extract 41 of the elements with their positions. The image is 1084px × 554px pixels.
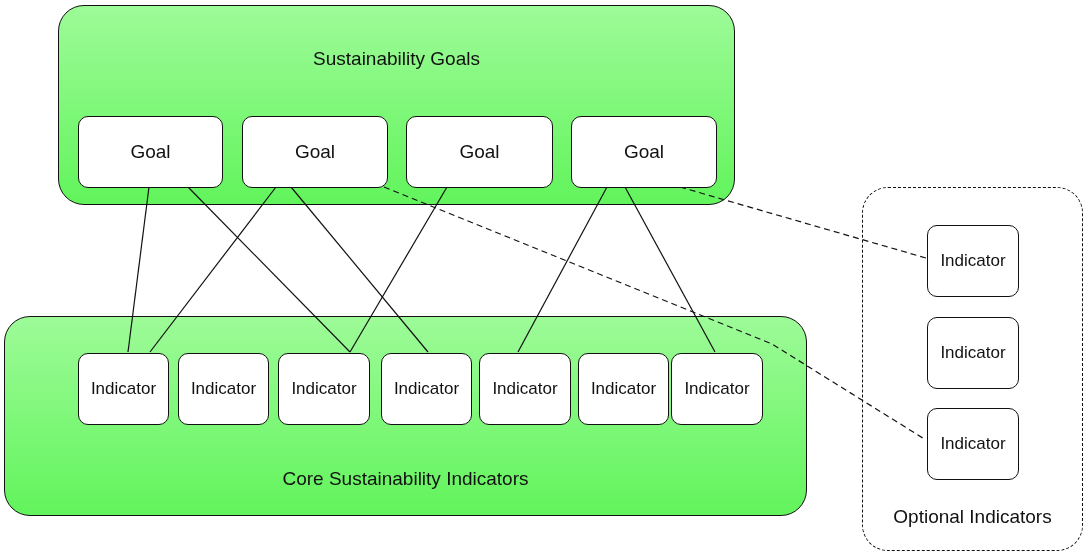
box-label: Indicator (291, 379, 357, 399)
rounded-box (278, 353, 370, 425)
group-title: Core Sustainability Indicators (281, 468, 530, 490)
connector-line (290, 186, 429, 353)
group-title: Optional Indicators (892, 506, 1053, 528)
box-label: Indicator (940, 251, 1006, 271)
group-title: Sustainability Goals (312, 48, 481, 70)
rounded-box (671, 353, 763, 425)
box-label: Indicator (90, 379, 157, 399)
box-label: Indicator (393, 379, 460, 399)
rounded-box (178, 353, 269, 425)
rounded-box (571, 116, 717, 188)
box-label: Goal (294, 141, 336, 163)
box-label: Indicator (590, 379, 657, 399)
connector-line (624, 186, 716, 353)
rounded-box (479, 353, 571, 425)
rounded-box (242, 116, 388, 188)
dashed-group-box (862, 187, 1083, 551)
rounded-box (406, 116, 553, 188)
box-label: Indicator (492, 379, 558, 399)
connector-line (149, 186, 277, 353)
connector-line (349, 186, 448, 353)
rounded-box (927, 408, 1019, 480)
box-label: Goal (130, 141, 171, 163)
group-box (58, 5, 735, 205)
rounded-box (78, 353, 169, 425)
connector-line (127, 186, 150, 353)
connector-line (187, 186, 351, 353)
group-box (4, 316, 807, 516)
box-label: Indicator (684, 379, 750, 399)
box-label: Indicator (940, 343, 1006, 363)
box-label: Indicator (190, 379, 257, 399)
rounded-box (927, 225, 1019, 297)
connector-line (517, 186, 608, 353)
rounded-box (381, 353, 472, 425)
rounded-box (578, 353, 669, 425)
box-label: Goal (623, 141, 665, 163)
rounded-box (927, 317, 1019, 389)
box-label: Indicator (940, 434, 1006, 454)
rounded-box (78, 116, 223, 188)
box-label: Goal (459, 141, 500, 163)
